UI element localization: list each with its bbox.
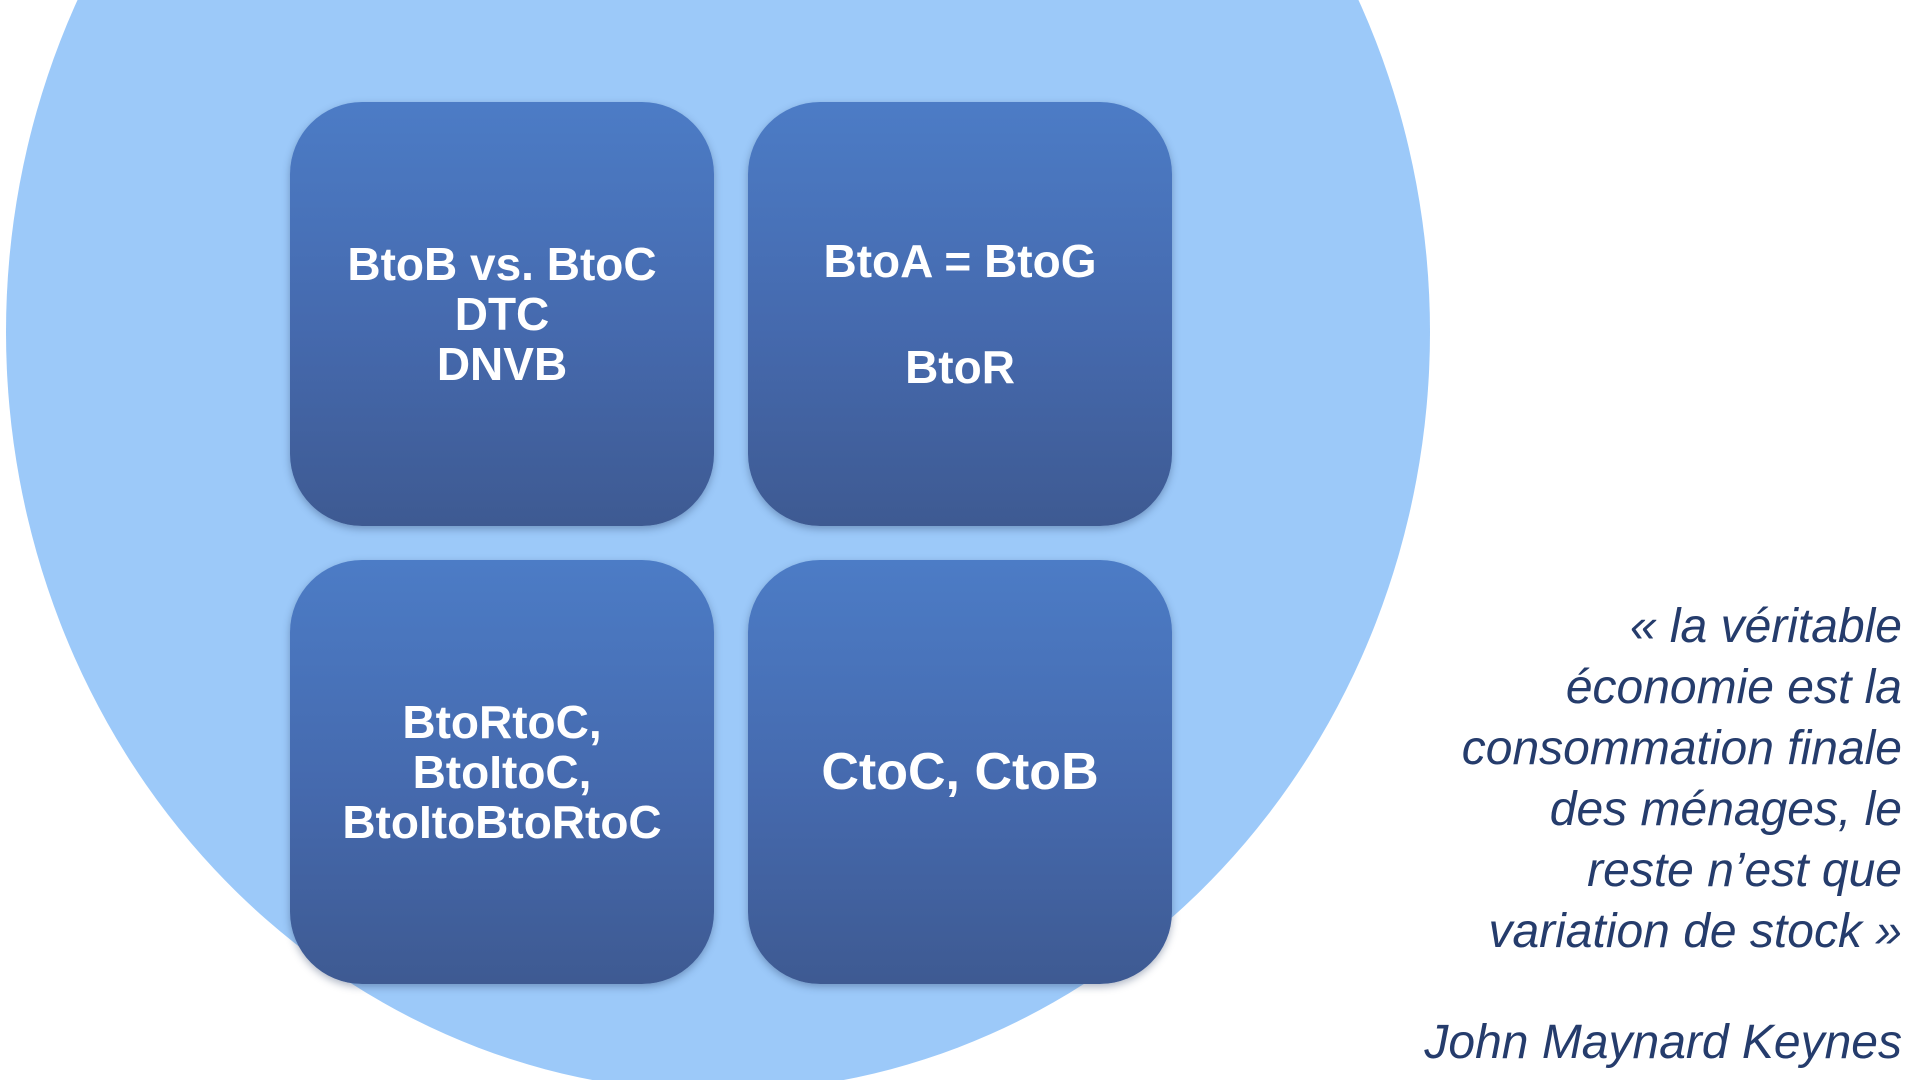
tile-line: BtoA = BtoG (823, 235, 1097, 287)
quote-line: variation de stock » (1488, 905, 1902, 958)
quote-line: « la véritable (1629, 600, 1902, 653)
tile-btortoc: BtoRtoC, BtoItoC, BtoItoBtoRtoC (290, 560, 714, 984)
tile-line: BtoRtoC, (402, 696, 602, 748)
tile-btoa-btog: BtoA = BtoG BtoR (748, 102, 1172, 526)
tile-line: BtoR (905, 341, 1015, 393)
quote-line: des ménages, le (1549, 783, 1902, 836)
tile-line: BtoB vs. BtoC (347, 238, 657, 290)
quote-line: reste n’est que (1587, 844, 1902, 897)
tile-btob-btoc: BtoB vs. BtoC DTC DNVB (290, 102, 714, 526)
quote-line: consommation finale (1461, 722, 1902, 775)
tile-line: BtoItoC, (412, 746, 592, 798)
tile-line: BtoItoBtoRtoC (342, 796, 662, 848)
tile-line: DTC (454, 288, 550, 340)
tile-line: DNVB (436, 338, 568, 390)
quote-line: économie est la (1565, 661, 1902, 714)
tile-ctoc-ctob: CtoC, CtoB (748, 560, 1172, 984)
background-circle (6, 0, 1430, 1080)
tile-line: CtoC, CtoB (821, 743, 1099, 801)
quote-author: John Maynard Keynes (1424, 1016, 1902, 1069)
keynes-quote: « la véritable économie est la consommat… (1342, 596, 1902, 962)
